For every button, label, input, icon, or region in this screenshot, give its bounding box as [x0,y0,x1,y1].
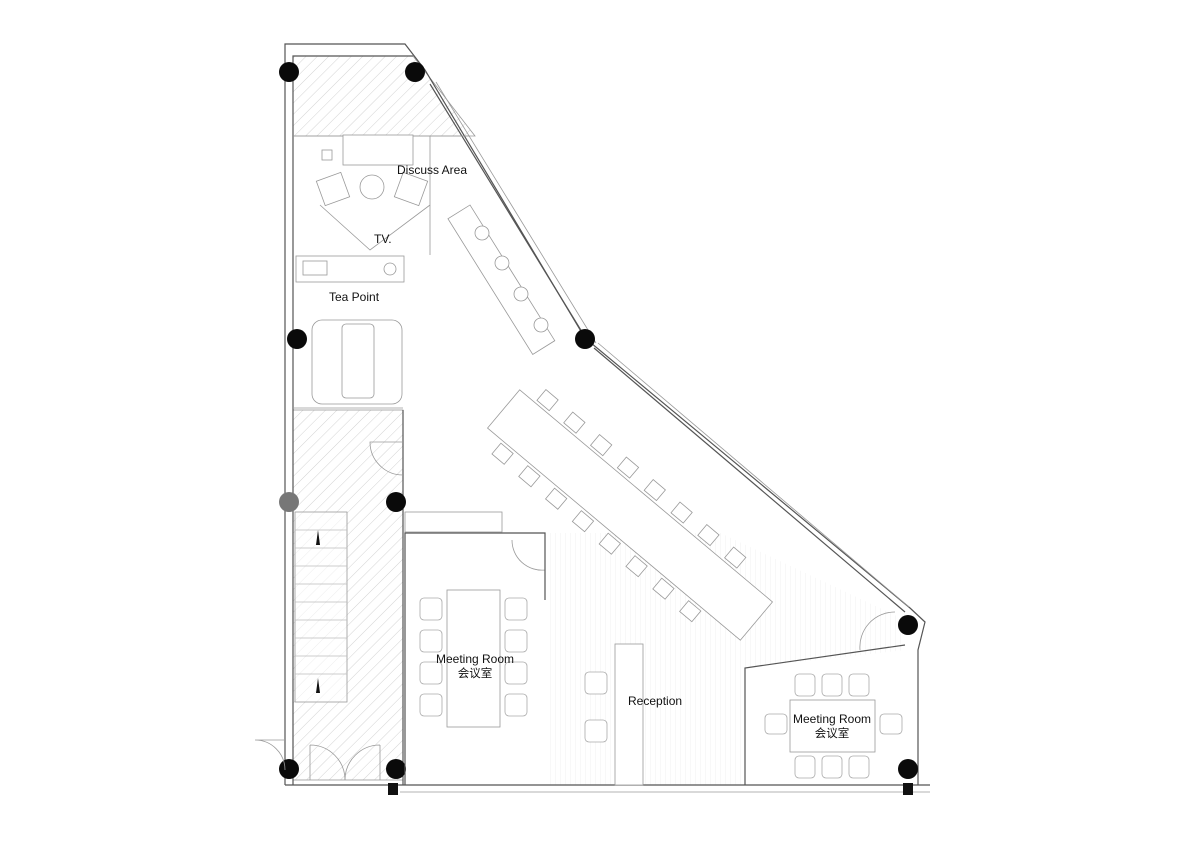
bar-counter [447,204,556,356]
label-meeting-room-1-cn: 会议室 [458,666,493,680]
meeting-room-2 [744,644,906,785]
label-meeting-room-2-cn: 会议室 [815,726,850,740]
column [405,62,425,82]
long-work-table [486,389,774,641]
column [386,492,406,512]
column [279,759,299,779]
label-tea-point: Tea Point [329,290,380,304]
label-discuss-area: Discuss Area [397,163,467,177]
label-reception: Reception [628,694,682,708]
column [279,492,299,512]
column [386,759,406,779]
label-tv: TV. [374,232,392,246]
tea-point-furniture [295,255,405,405]
column [898,615,918,635]
discuss-area-furniture [315,134,431,251]
staircase [294,511,348,703]
column [898,759,918,779]
label-meeting-room-2: Meeting Room [793,712,871,726]
meeting-room-1 [404,511,546,785]
reception-furniture [584,643,644,786]
column [279,62,299,82]
column [287,329,307,349]
label-meeting-room-1: Meeting Room [436,652,514,666]
column [575,329,595,349]
doors [254,441,896,781]
